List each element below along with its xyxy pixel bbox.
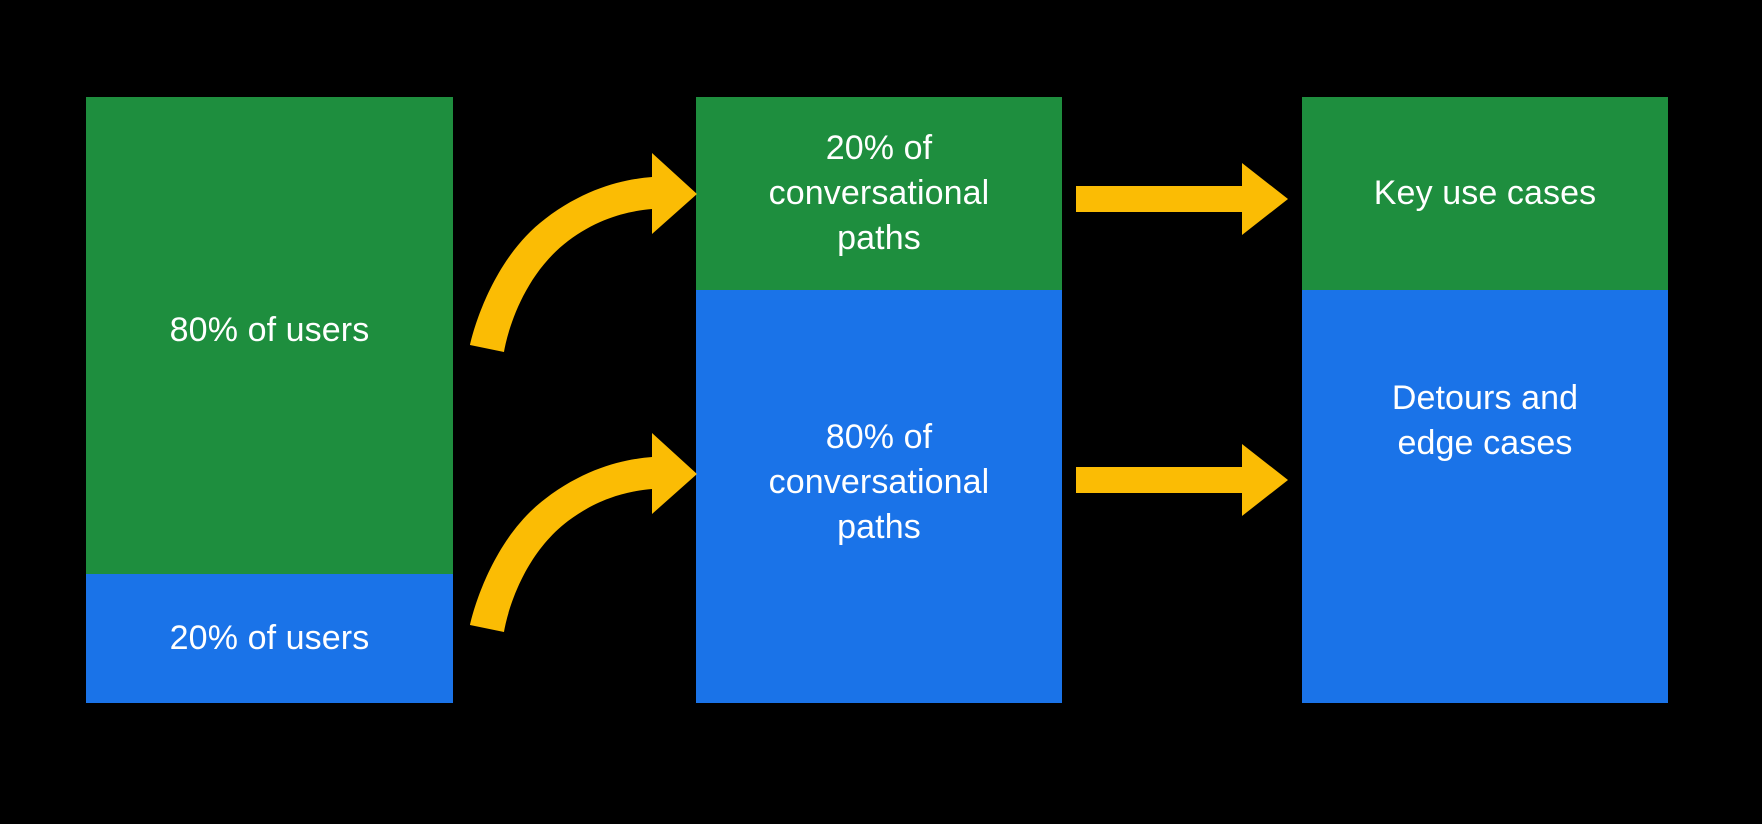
segment-label: 80% of users xyxy=(169,311,370,350)
segment-paths-blue: 80% of conversational paths xyxy=(696,290,1062,703)
column-cases: Key use cases Detours and edge cases xyxy=(1302,97,1668,703)
column-users: 80% of users 20% of users xyxy=(86,97,453,703)
segment-users-green: 80% of users xyxy=(86,97,453,574)
segment-paths-green: 20% of conversational paths xyxy=(696,97,1062,290)
curved-arrow-down-icon xyxy=(470,433,697,632)
column-conversational-paths: 20% of conversational paths 80% of conve… xyxy=(696,97,1062,703)
segment-label: 20% of users xyxy=(169,619,370,658)
segment-detours-edge-cases: Detours and edge cases xyxy=(1302,290,1668,703)
segment-label: Detours and edge cases xyxy=(1391,378,1579,462)
segment-label: 80% of conversational paths xyxy=(768,418,990,546)
segment-label: 20% of conversational paths xyxy=(768,129,990,257)
curved-arrow-up-icon xyxy=(470,153,697,352)
straight-arrow-right-top-icon xyxy=(1076,163,1288,235)
straight-arrow-right-bottom-icon xyxy=(1076,444,1288,516)
segment-users-blue: 20% of users xyxy=(86,574,453,703)
segment-label: Key use cases xyxy=(1373,174,1597,213)
segment-key-use-cases: Key use cases xyxy=(1302,97,1668,290)
